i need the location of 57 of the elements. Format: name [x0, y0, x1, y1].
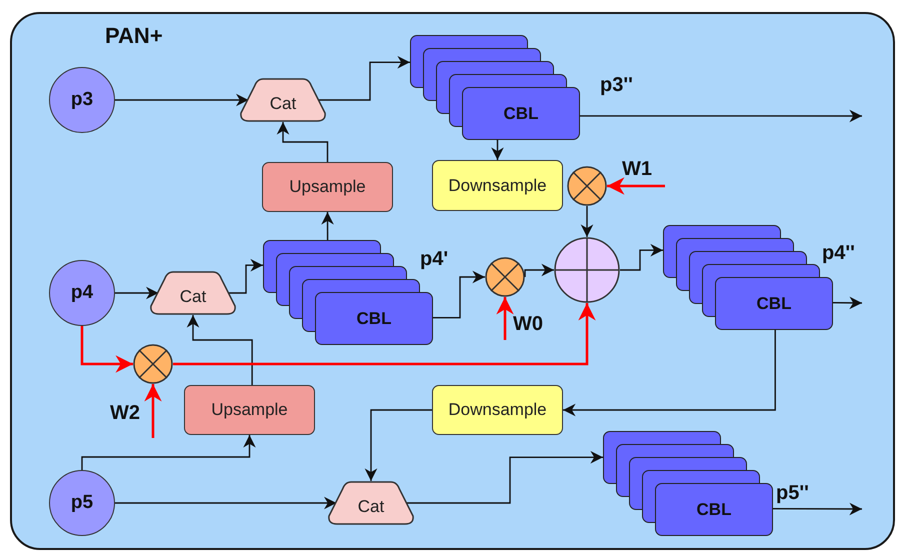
concat-trapezoid: [150, 271, 236, 315]
layer-stack: [603, 431, 773, 536]
arrow: [405, 451, 603, 504]
node-label: Downsample: [448, 400, 547, 420]
node-label: Upsample: [211, 400, 288, 420]
node-label: Cat: [358, 497, 384, 517]
arrow: [227, 258, 263, 294]
arrow: [276, 122, 328, 162]
arrow: [317, 56, 410, 101]
arrow: [173, 303, 596, 366]
node-label: Upsample: [289, 177, 366, 197]
concat-trapezoid: [240, 78, 326, 122]
input-arrow: [496, 297, 514, 340]
node-label: Cat: [180, 287, 206, 307]
downsample-box: [432, 160, 563, 211]
arrow: [524, 264, 554, 277]
downsample-box: [432, 385, 563, 435]
node-label: CBL: [356, 308, 392, 328]
node-label: CBL: [696, 500, 732, 520]
output-label: W2: [110, 402, 140, 425]
output-label: p3'': [600, 74, 633, 97]
arrow: [491, 139, 504, 160]
output-label: W1: [622, 158, 652, 181]
output-label: p4'': [822, 242, 855, 265]
arrow: [580, 206, 594, 237]
input-arrow: [773, 502, 862, 516]
input-arrow: [580, 110, 862, 122]
concat-trapezoid: [328, 481, 414, 525]
node-label: p4: [70, 282, 94, 304]
output-label: W0: [513, 313, 543, 336]
node-label: CBL: [504, 104, 538, 124]
arrow: [80, 326, 133, 373]
input-arrow: [833, 296, 862, 310]
arrow: [115, 286, 159, 300]
output-label: p5'': [776, 482, 809, 505]
arrow: [115, 94, 249, 106]
arrow: [115, 496, 337, 510]
input-arrow: [607, 177, 665, 195]
panel-title: PAN+: [105, 23, 163, 49]
node-label: CBL: [756, 294, 792, 314]
arrow: [81, 435, 256, 470]
group-panel: [10, 12, 895, 550]
arrow: [364, 409, 432, 481]
upsample-box: [262, 162, 393, 212]
layer-stack: [410, 35, 580, 140]
node-label: p3: [70, 89, 94, 111]
arrow: [433, 270, 485, 318]
input-arrow: [144, 384, 162, 438]
upsample-box: [184, 385, 315, 435]
node-label: Cat: [270, 94, 296, 114]
arrow: [620, 244, 663, 271]
node-label: Downsample: [448, 176, 547, 196]
arrow: [321, 212, 334, 240]
arrow: [563, 330, 776, 416]
arrow: [186, 315, 253, 385]
output-label: p4': [420, 248, 448, 271]
node-label: p5: [70, 492, 94, 514]
